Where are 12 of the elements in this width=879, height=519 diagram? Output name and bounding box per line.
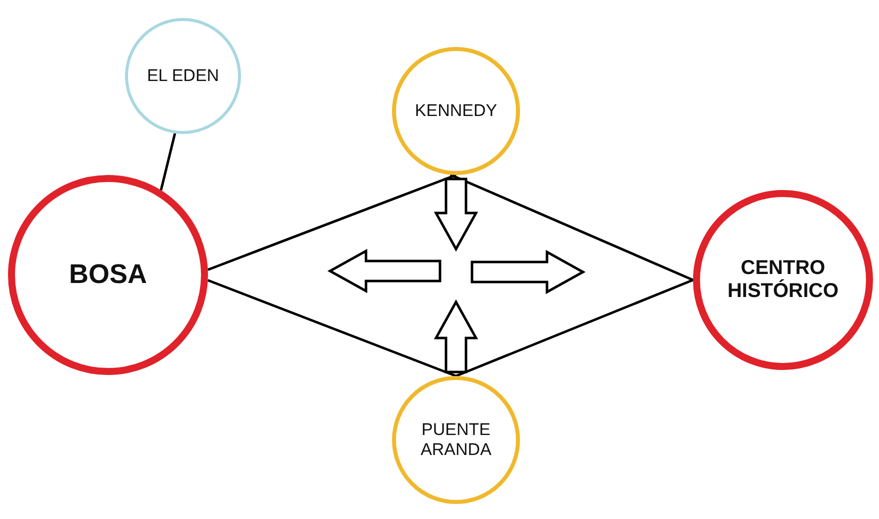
node-label: BOSA [68, 259, 148, 291]
connector-line [456, 278, 694, 378]
node-label: PUENTE ARANDA [420, 420, 492, 460]
block-arrow [434, 299, 478, 374]
node-label: CENTRO HISTÓRICO [726, 257, 840, 303]
block-arrow [434, 178, 478, 252]
connector-line [450, 174, 694, 282]
connector-line [207, 279, 456, 378]
node-label: EL EDEN [146, 66, 220, 86]
connector-line [160, 133, 176, 190]
node-label: KENNEDY [414, 101, 498, 121]
connector-line [207, 174, 456, 271]
